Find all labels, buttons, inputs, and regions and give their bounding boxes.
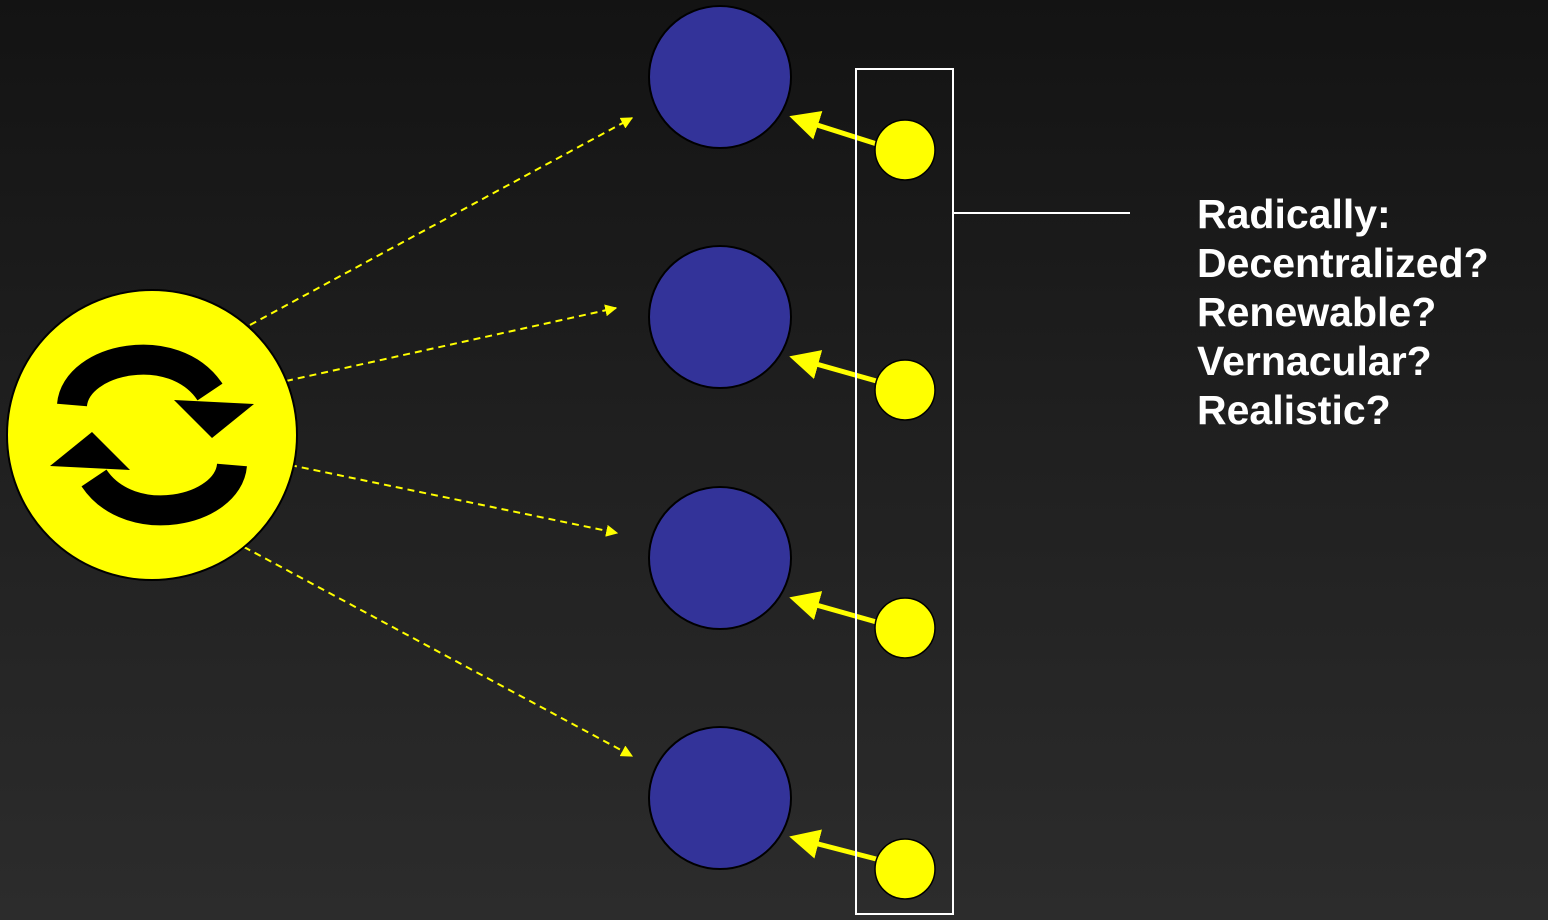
- annotation-text: Radically: Decentralized? Renewable? Ver…: [1197, 190, 1489, 435]
- annotation-item-realistic: Realistic?: [1197, 387, 1391, 433]
- hub-circle: [6, 289, 298, 581]
- solid-arrow-2: [789, 350, 881, 385]
- dashed-arrow-1: [249, 117, 634, 326]
- blue-node-2: [648, 245, 792, 389]
- annotation-item-decentralized: Decentralized?: [1197, 240, 1489, 286]
- blue-node-3: [648, 486, 792, 630]
- refresh-cycle-icon: [50, 344, 254, 526]
- yellow-nodes: [874, 119, 936, 900]
- annotation-item-renewable: Renewable?: [1197, 289, 1437, 335]
- yellow-node-1: [874, 119, 936, 181]
- annotation-item-vernacular: Vernacular?: [1197, 338, 1432, 384]
- dashed-arrow-2: [285, 304, 618, 382]
- dashed-connectors: [243, 117, 634, 757]
- dashed-arrow-3: [289, 464, 619, 537]
- solid-arrow-4: [789, 829, 881, 863]
- blue-node-1: [648, 5, 792, 149]
- yellow-node-2: [874, 359, 936, 421]
- solid-arrows: [789, 110, 881, 863]
- blue-nodes: [648, 5, 792, 870]
- solid-arrow-1: [789, 110, 881, 148]
- yellow-node-4: [874, 838, 936, 900]
- solid-arrow-3: [789, 591, 881, 626]
- yellow-node-3: [874, 597, 936, 659]
- annotation-heading: Radically:: [1197, 191, 1391, 237]
- blue-node-4: [648, 726, 792, 870]
- dashed-arrow-4: [243, 546, 634, 757]
- grouping-frame: [855, 68, 954, 915]
- hub: [6, 289, 298, 581]
